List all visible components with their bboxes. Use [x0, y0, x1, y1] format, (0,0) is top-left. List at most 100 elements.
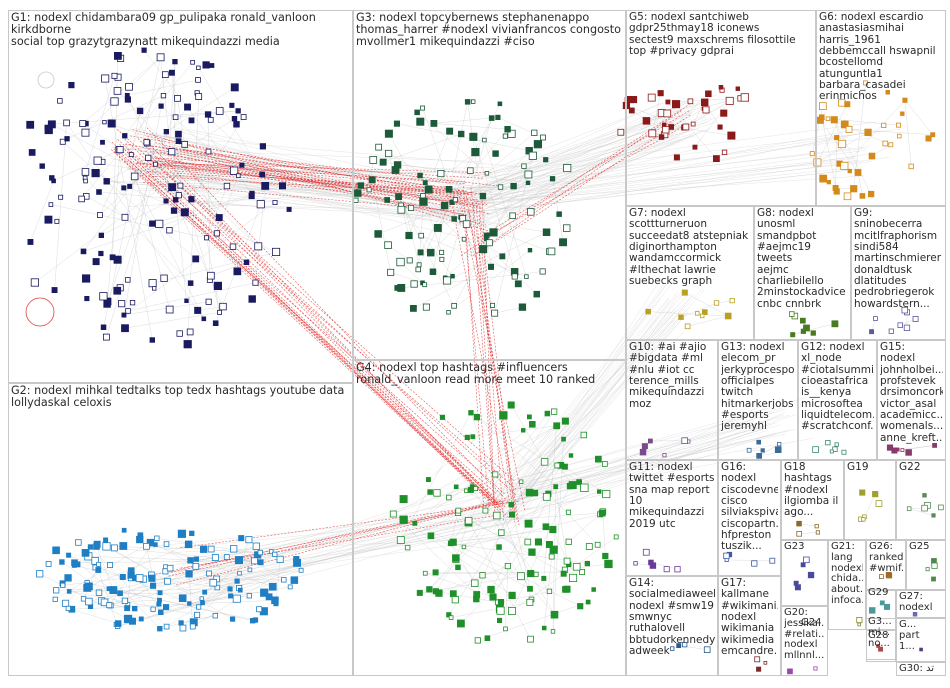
edge-g3: [462, 218, 550, 252]
group-label-g10: G10: #ai #ajio #bigdata #ml #nlu #iot cc…: [629, 342, 707, 410]
node-g5: [718, 85, 724, 90]
edge-g5: [671, 108, 704, 128]
edge-g2: [90, 546, 167, 627]
edge-g5: [694, 100, 730, 148]
node-g1: [93, 156, 102, 165]
edge-g2: [230, 539, 250, 596]
edge-g3: [448, 250, 531, 313]
inter-group-edge: [114, 147, 506, 508]
node-g4: [508, 501, 514, 508]
node-g4: [445, 494, 452, 501]
edge-g4: [451, 602, 530, 618]
inter-group-edge: [520, 289, 705, 510]
edge-g4: [435, 591, 498, 603]
node-g4: [584, 560, 590, 567]
edge-g6: [821, 117, 837, 192]
node-g6: [837, 139, 847, 149]
edge-g1: [123, 202, 276, 316]
node-g4: [565, 538, 572, 545]
node-g15: [886, 444, 894, 451]
node-g3: [384, 241, 392, 249]
node-g1: [44, 215, 53, 224]
node-g3: [369, 156, 378, 164]
node-g12: [832, 446, 838, 452]
group-panel-g1: G1: nodexl chidambara09 gp_pulipaka rona…: [8, 10, 353, 383]
node-g3: [415, 266, 421, 273]
node-g1: [184, 298, 189, 303]
node-g14: [703, 646, 711, 653]
node-g2: [189, 530, 195, 536]
edge-g2: [188, 573, 194, 627]
node-g3: [499, 253, 506, 260]
inter-group-edge: [145, 150, 500, 505]
node-g2: [212, 613, 218, 619]
inter-group-edge: [473, 139, 683, 203]
node-g14: [670, 646, 675, 651]
inter-group-edge: [447, 121, 877, 180]
node-g10: [662, 453, 667, 458]
node-g2: [163, 623, 170, 630]
inter-group-edge: [482, 175, 865, 201]
node-g3: [514, 280, 522, 288]
node-g5: [713, 155, 720, 163]
node-g2: [128, 617, 136, 625]
node-g3: [405, 231, 413, 240]
node-g3: [375, 143, 383, 151]
node-g2: [124, 605, 131, 612]
node-g2: [143, 543, 150, 550]
node-g1: [196, 65, 201, 70]
node-g4: [451, 596, 459, 604]
node-g1: [27, 238, 34, 245]
node-g2: [229, 545, 238, 553]
node-g5: [663, 109, 672, 118]
edge-g2: [109, 592, 161, 606]
node-g2: [185, 570, 193, 578]
inter-group-edge: [454, 126, 691, 204]
node-g2: [96, 561, 102, 567]
node-g29: [869, 607, 876, 614]
node-g19: [861, 517, 866, 522]
edge-g2: [104, 600, 160, 603]
node-g10: [648, 438, 653, 444]
node-g3: [417, 172, 423, 179]
group-label-g9: G9: sninobecerra mcitlfraphorism sindi58…: [854, 208, 942, 310]
node-g4: [426, 586, 433, 593]
node-g3: [556, 211, 562, 217]
group-panel-g29: [866, 590, 896, 630]
node-g1: [130, 172, 139, 181]
node-g1: [181, 141, 189, 148]
inter-group-edge: [152, 538, 499, 587]
node-g4: [404, 544, 411, 551]
node-g3: [464, 99, 471, 105]
node-g3: [396, 257, 405, 267]
group-label-g23: G23: [784, 542, 805, 552]
node-g5: [701, 98, 709, 106]
node-g4: [492, 511, 501, 520]
node-g18: [814, 524, 819, 529]
inter-group-edge: [472, 110, 683, 256]
node-g1: [124, 93, 130, 98]
node-g5: [672, 100, 681, 109]
inter-group-edge: [142, 152, 516, 482]
inter-group-edge: [148, 145, 469, 195]
edge-g4: [476, 416, 580, 483]
node-g1: [156, 53, 165, 62]
edge-g4: [548, 493, 598, 545]
inter-group-edge: [465, 192, 518, 522]
node-g3: [489, 302, 495, 308]
edge-g2: [65, 569, 99, 604]
node-g1: [26, 120, 35, 129]
node-g4: [562, 586, 569, 593]
inter-group-edge: [451, 128, 861, 205]
node-g2: [250, 557, 258, 565]
node-g1: [161, 71, 169, 78]
node-g1: [176, 330, 183, 337]
edge-g1: [127, 282, 256, 312]
edge-g7: [680, 302, 717, 318]
node-g8: [790, 332, 796, 338]
group-label-g13: G13: nodexl elecom_pr jerkyprocespor... …: [721, 342, 795, 433]
edge-g7: [687, 315, 729, 327]
node-g3: [469, 132, 478, 141]
node-g8: [810, 330, 816, 336]
node-g3: [449, 199, 455, 206]
